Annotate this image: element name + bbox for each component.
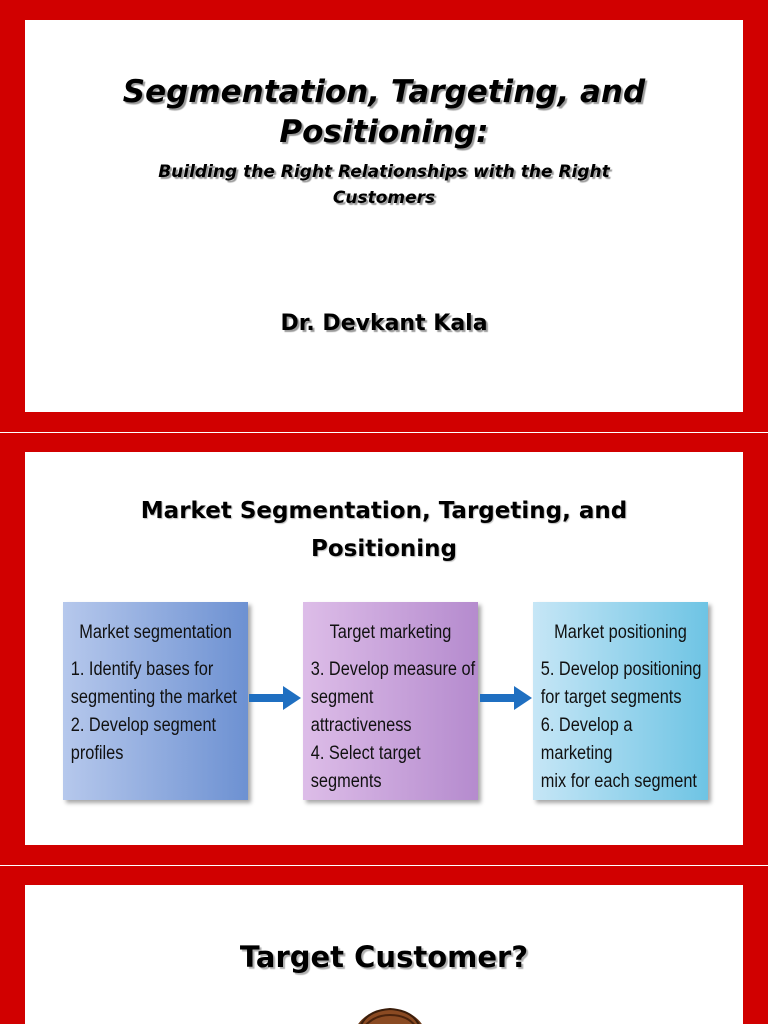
presentation-title: Segmentation, Targeting, and Positioning…	[122, 74, 646, 150]
slide-target-customer: Target Customer?	[0, 866, 768, 1024]
slide-stp-process: Market Segmentation, Targeting, and Posi…	[0, 433, 768, 865]
step-box-positioning: Market positioning 5. Develop positionin…	[533, 602, 708, 800]
presentation-subtitle: Building the Right Relationships with th…	[158, 162, 610, 208]
slide-divider	[0, 432, 768, 433]
person-head-icon	[358, 1007, 422, 1024]
author-name: Dr. Devkant Kala	[280, 311, 488, 336]
step-box-targeting: Target marketing 3. Develop measure of s…	[303, 602, 478, 800]
slide-content: Segmentation, Targeting, and Positioning…	[25, 20, 743, 412]
slide-title: Market Segmentation, Targeting, and Posi…	[140, 498, 628, 562]
right-arrow-icon	[480, 686, 532, 710]
step-body: 5. Develop positioning for target segmen…	[540, 659, 702, 792]
slide-divider	[0, 865, 768, 866]
right-arrow-icon	[249, 686, 301, 710]
slide-content: Market Segmentation, Targeting, and Posi…	[25, 452, 743, 845]
slide-title: Segmentation, Targeting, and Positioning…	[0, 0, 768, 432]
step-heading: Market positioning	[554, 622, 687, 643]
step-body: 1. Identify bases for segmenting the mar…	[70, 659, 237, 764]
step-heading: Target marketing	[329, 622, 452, 643]
slide-content: Target Customer?	[25, 885, 743, 1024]
step-box-segmentation: Market segmentation 1. Identify bases fo…	[63, 602, 248, 800]
step-heading: Market segmentation	[79, 622, 232, 643]
step-body: 3. Develop measure of segment attractive…	[310, 659, 476, 792]
slide-title: Target Customer?	[239, 940, 529, 974]
